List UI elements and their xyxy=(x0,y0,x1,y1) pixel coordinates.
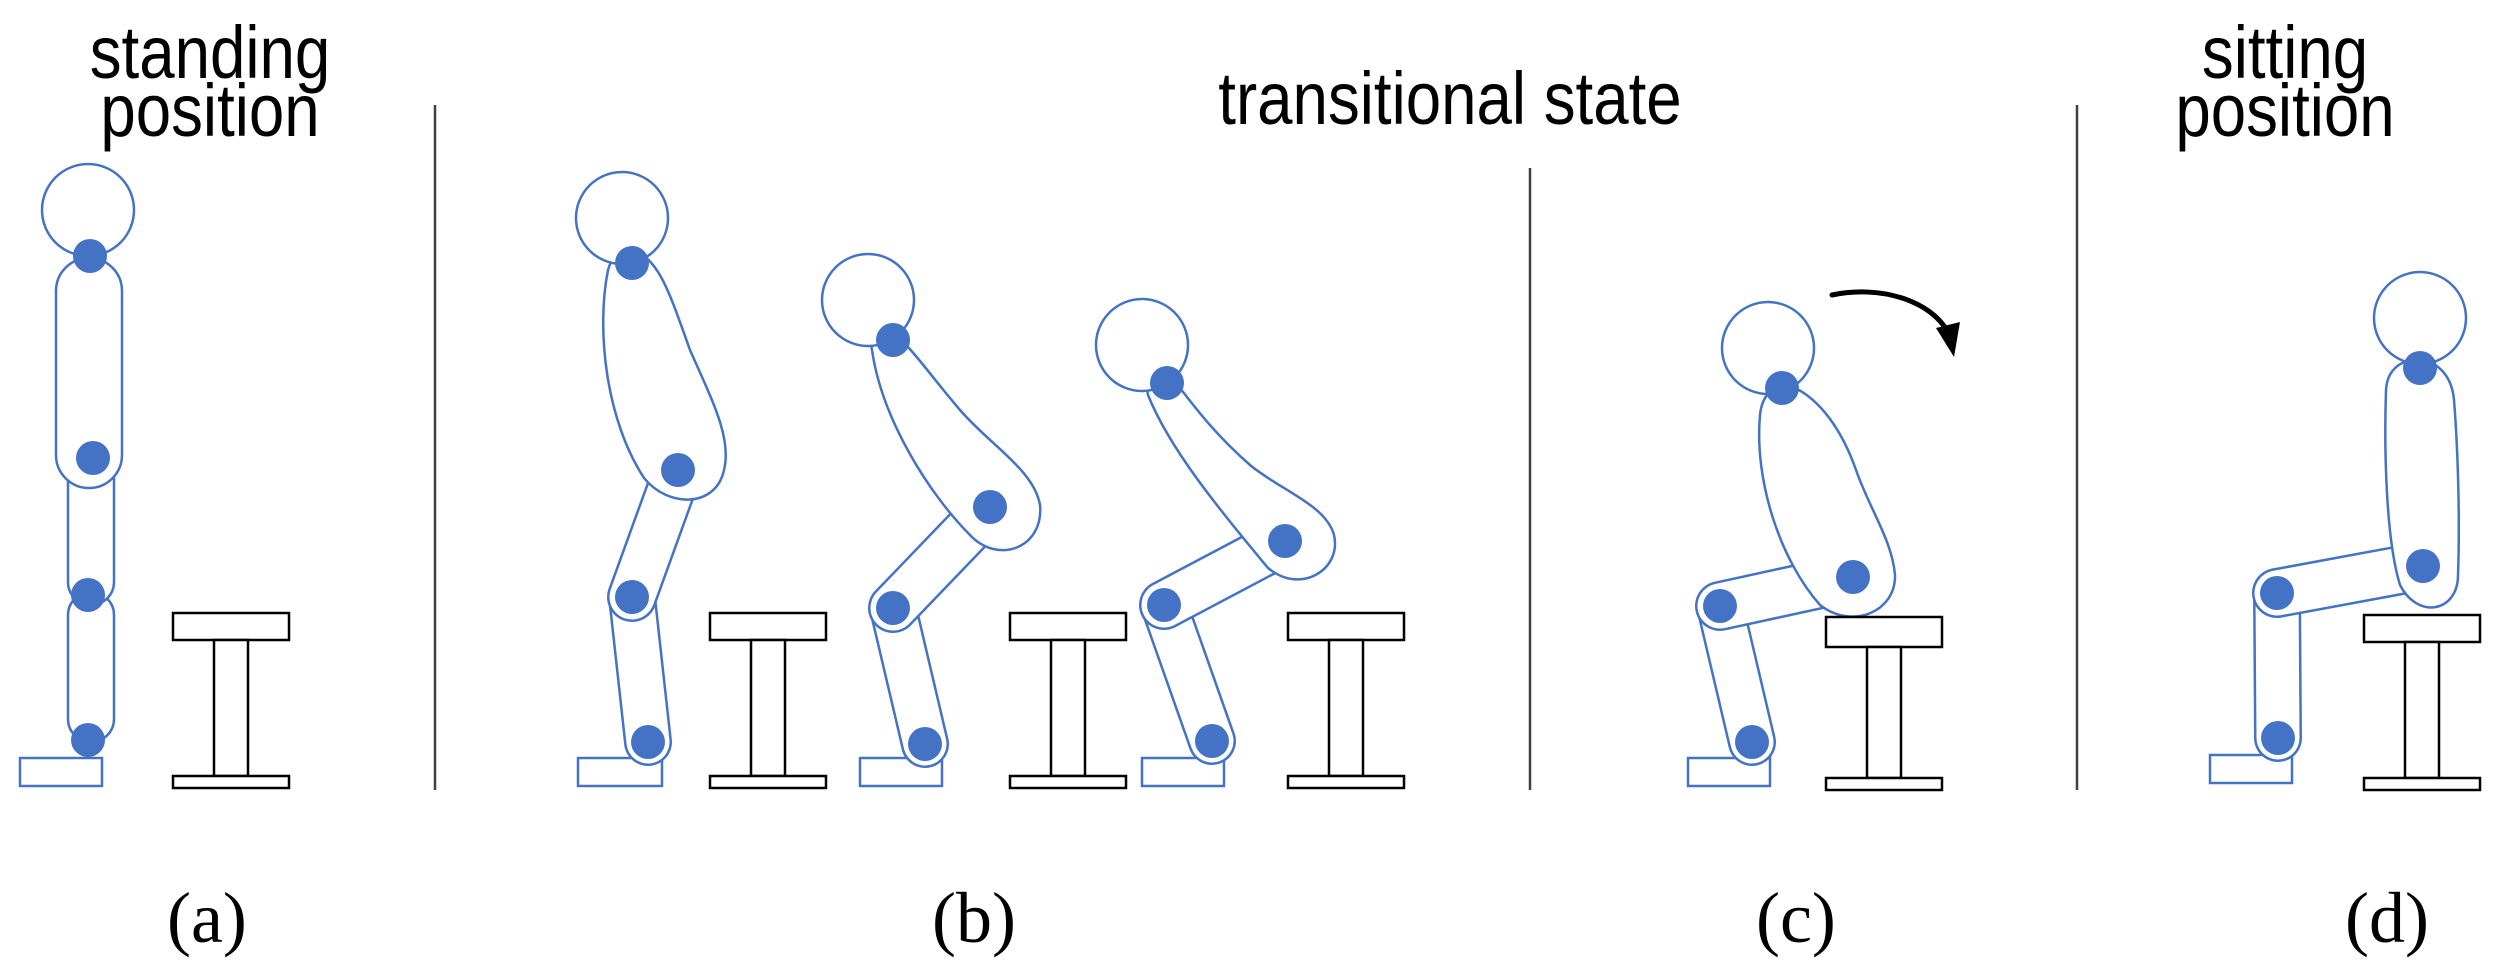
stool-b1-seat xyxy=(708,611,828,642)
transition3-hip-joint xyxy=(1268,524,1302,558)
transition3-knee-joint xyxy=(1147,588,1181,622)
stool-d-base xyxy=(2362,776,2482,792)
standing-neck-joint xyxy=(73,239,107,273)
seated-rocking-hip-joint xyxy=(1836,560,1870,594)
stool-b1-base xyxy=(708,774,828,790)
seated-rocking-knee-joint xyxy=(1703,589,1737,623)
panel-label-a: (a) xyxy=(167,878,247,958)
standing-position-heading: standing position xyxy=(81,11,339,152)
transition2-neck-joint xyxy=(876,323,910,357)
stool-b2-leg xyxy=(1049,638,1087,778)
stool-b3-seat xyxy=(1286,611,1406,642)
transition2-hip-joint xyxy=(973,490,1007,524)
panel-label-b: (b) xyxy=(932,878,1016,958)
transition3-neck-joint xyxy=(1150,366,1184,400)
seated-rocking-neck-joint xyxy=(1765,371,1799,405)
transitional-heading-text: transitional state xyxy=(1218,57,1682,140)
panel-label-c: (c) xyxy=(1756,878,1836,958)
stool-b3 xyxy=(1286,611,1406,790)
sitting-heading-line2: position xyxy=(2175,69,2395,152)
stool-c xyxy=(1824,615,1944,792)
rotation-arrow-head xyxy=(1936,322,1960,357)
stool-a xyxy=(171,611,291,790)
sitting-head xyxy=(2372,270,2468,366)
stool-b2 xyxy=(1008,611,1128,790)
stool-b1-leg xyxy=(749,638,787,778)
transition-figure-2 xyxy=(820,252,1042,788)
transition2-ankle-joint xyxy=(908,727,942,761)
transition3-ankle-joint xyxy=(1195,724,1229,758)
transition2-trunk xyxy=(869,325,1042,552)
sitting-hip-joint xyxy=(2406,549,2440,583)
stool-a-seat xyxy=(171,611,291,642)
stool-d xyxy=(2362,613,2482,792)
panel-label-d: (d) xyxy=(2345,878,2429,958)
sitting-knee-joint xyxy=(2260,576,2294,610)
stool-b1 xyxy=(708,611,828,790)
stool-d-leg xyxy=(2403,640,2441,780)
standing-hip-joint xyxy=(76,441,110,475)
transition2-head xyxy=(820,252,916,348)
transition1-neck-joint xyxy=(615,246,649,280)
transition-figure-1 xyxy=(574,170,728,788)
stool-c-seat xyxy=(1824,615,1944,649)
seated-rocking-figure xyxy=(1686,289,1960,788)
stool-a-base xyxy=(171,774,291,790)
standing-heading-line2: position xyxy=(100,69,320,152)
sitting-heading-line1: sitting xyxy=(2201,11,2369,94)
sitting-position-heading: sitting position xyxy=(2156,11,2414,152)
sitting-ankle-joint xyxy=(2261,721,2295,755)
sitting-neck-joint xyxy=(2403,351,2437,385)
stool-a-leg xyxy=(212,638,250,778)
stool-b2-seat xyxy=(1008,611,1128,642)
stool-b3-leg xyxy=(1327,638,1365,778)
standing-heading-line1: standing xyxy=(89,11,331,94)
transition-figure-3 xyxy=(1094,297,1337,788)
standing-knee-joint xyxy=(71,578,105,612)
transition2-knee-joint xyxy=(876,591,910,625)
standing-ankle-joint xyxy=(71,723,105,757)
transition1-hip-joint xyxy=(661,453,695,487)
transition1-knee-joint xyxy=(615,580,649,614)
transitional-state-heading: transitional state xyxy=(1175,57,1725,140)
stool-b3-base xyxy=(1286,774,1406,790)
rotation-arrow xyxy=(1829,289,1951,335)
standing-foot xyxy=(18,756,104,788)
seated-rocking-foot xyxy=(1686,756,1772,788)
standing-shank xyxy=(66,590,116,744)
standing-figure xyxy=(18,162,136,788)
stool-b2-base xyxy=(1008,774,1128,790)
transition1-ankle-joint xyxy=(631,725,665,759)
seated-rocking-ankle-joint xyxy=(1735,725,1769,759)
sitting-figure xyxy=(2208,270,2468,785)
stool-c-leg xyxy=(1865,645,1903,780)
stool-d-seat xyxy=(2362,613,2482,644)
stool-c-base xyxy=(1824,776,1944,792)
